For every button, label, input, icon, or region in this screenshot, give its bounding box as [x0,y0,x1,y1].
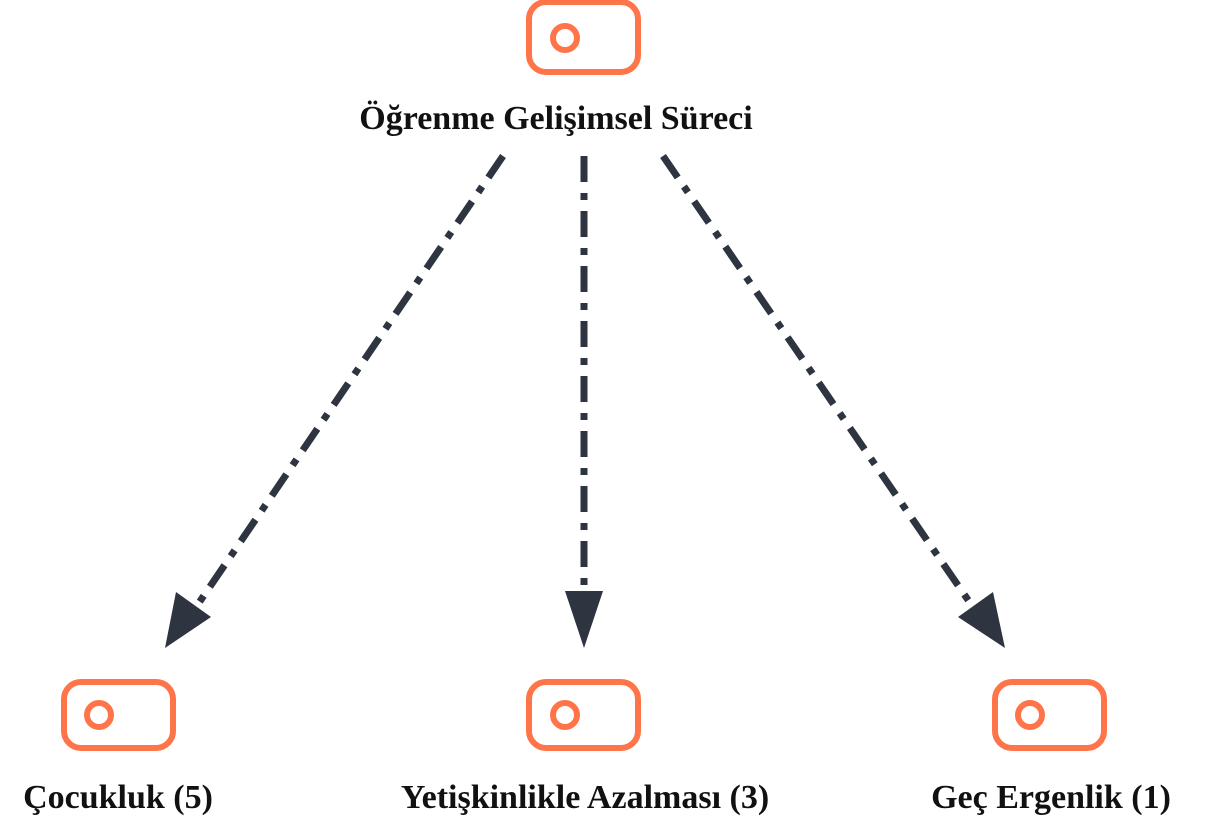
child-node-label-gec-ergenlik: Geç Ergenlik (1) [931,779,1171,816]
edges [165,154,1005,648]
toggle-icon [526,0,641,75]
arrowhead-yetiskinlik [565,591,603,648]
child-node-label-yetiskinlik: Yetişkinlikle Azalması (3) [400,779,770,816]
toggle-icon [61,679,176,751]
edge-root-to-gec-ergenlik [660,154,980,615]
root-node-label: Öğrenme Gelişimsel Süreci [359,100,753,137]
arrowhead-gec-ergenlik [958,592,1005,648]
toggle-icon [992,679,1107,751]
edge-root-to-cocukluk [189,154,506,615]
arrowhead-cocukluk [165,592,211,648]
child-node-label-cocukluk: Çocukluk (5) [23,779,213,816]
toggle-icon [526,679,641,751]
